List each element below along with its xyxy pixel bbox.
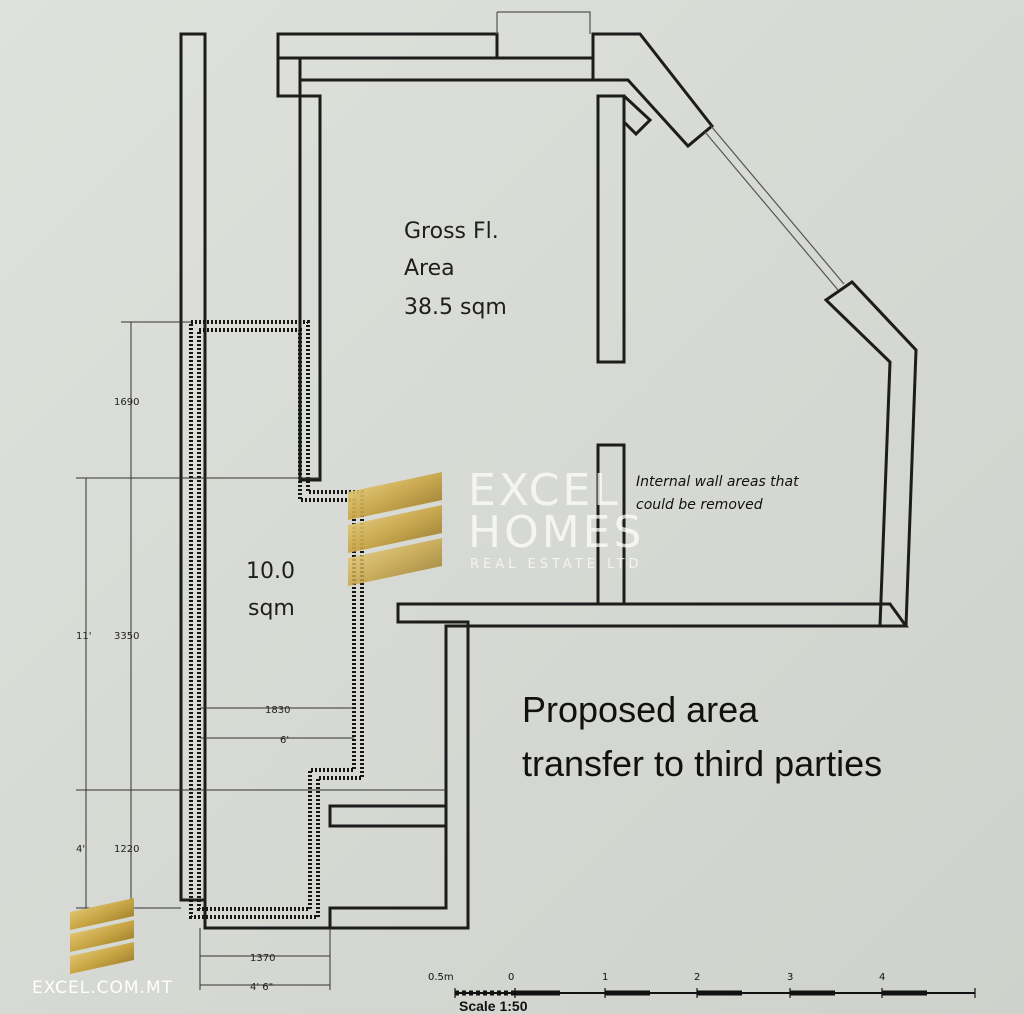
dim-4ft: 4' bbox=[76, 844, 85, 855]
gross-area-value: 38.5 sqm bbox=[404, 295, 507, 320]
top-opening bbox=[496, 11, 591, 34]
note-line-1: Internal wall areas that bbox=[636, 474, 799, 490]
bottom-wall bbox=[181, 624, 470, 930]
dim-1830: 1830 bbox=[265, 705, 290, 716]
top-wall-right bbox=[591, 32, 715, 149]
proposal-title-2: transfer to third parties bbox=[522, 743, 882, 784]
left-wall bbox=[179, 32, 207, 902]
scale-tick-2: 2 bbox=[694, 972, 700, 983]
dim-6ft: 6' bbox=[280, 735, 289, 746]
lower-right-wall bbox=[396, 602, 909, 628]
diagonal-window bbox=[704, 125, 845, 291]
partition-wall-lower bbox=[596, 443, 626, 606]
proposal-title-1: Proposed area bbox=[522, 689, 759, 730]
scale-bar bbox=[454, 988, 976, 998]
small-area-unit: sqm bbox=[248, 596, 295, 621]
dim-1220: 1220 bbox=[114, 844, 139, 855]
dim-1690: 1690 bbox=[114, 397, 139, 408]
partition-wall-upper-cap bbox=[622, 94, 653, 137]
note-line-2: could be removed bbox=[636, 497, 763, 513]
scale-tick-3: 3 bbox=[787, 972, 793, 983]
lower-closet-wall bbox=[328, 804, 448, 828]
footer-site-url: EXCEL.COM.MT bbox=[32, 978, 173, 998]
watermark-homes: HOMES bbox=[468, 507, 644, 558]
dim-1370: 1370 bbox=[250, 953, 275, 964]
dim-3350: 3350 bbox=[114, 631, 139, 642]
top-wall-mid bbox=[298, 56, 595, 82]
partition-wall-upper bbox=[596, 94, 626, 364]
exterior-walls bbox=[179, 11, 918, 930]
inner-vertical-wall bbox=[298, 94, 322, 482]
dimension-lines bbox=[76, 321, 446, 990]
footer-logo-icon bbox=[70, 898, 134, 974]
dim-11ft: 11' bbox=[76, 631, 91, 642]
right-wall bbox=[823, 280, 918, 628]
small-area-value: 10.0 bbox=[246, 559, 295, 584]
scale-tick-0: 0 bbox=[508, 972, 514, 983]
watermark-tagline: REAL ESTATE LTD bbox=[470, 557, 643, 572]
gross-area-label-1: Gross Fl. bbox=[404, 219, 499, 244]
proposed-area-outline bbox=[189, 320, 364, 919]
scale-tick-1: 1 bbox=[602, 972, 608, 983]
dim-4ft6in: 4' 6" bbox=[250, 982, 273, 993]
top-wall bbox=[276, 32, 499, 60]
scale-label: Scale 1:50 bbox=[459, 998, 528, 1014]
top-wall-inner bbox=[276, 56, 302, 98]
scale-tick-4: 4 bbox=[879, 972, 885, 983]
gross-area-label-2: Area bbox=[404, 256, 455, 281]
proposed-area-outline-inner bbox=[197, 328, 356, 911]
watermark-excel: EXCEL bbox=[468, 465, 621, 516]
scale-tick-0-5m: 0.5m bbox=[428, 972, 454, 983]
watermark-logo-icon bbox=[348, 472, 442, 586]
